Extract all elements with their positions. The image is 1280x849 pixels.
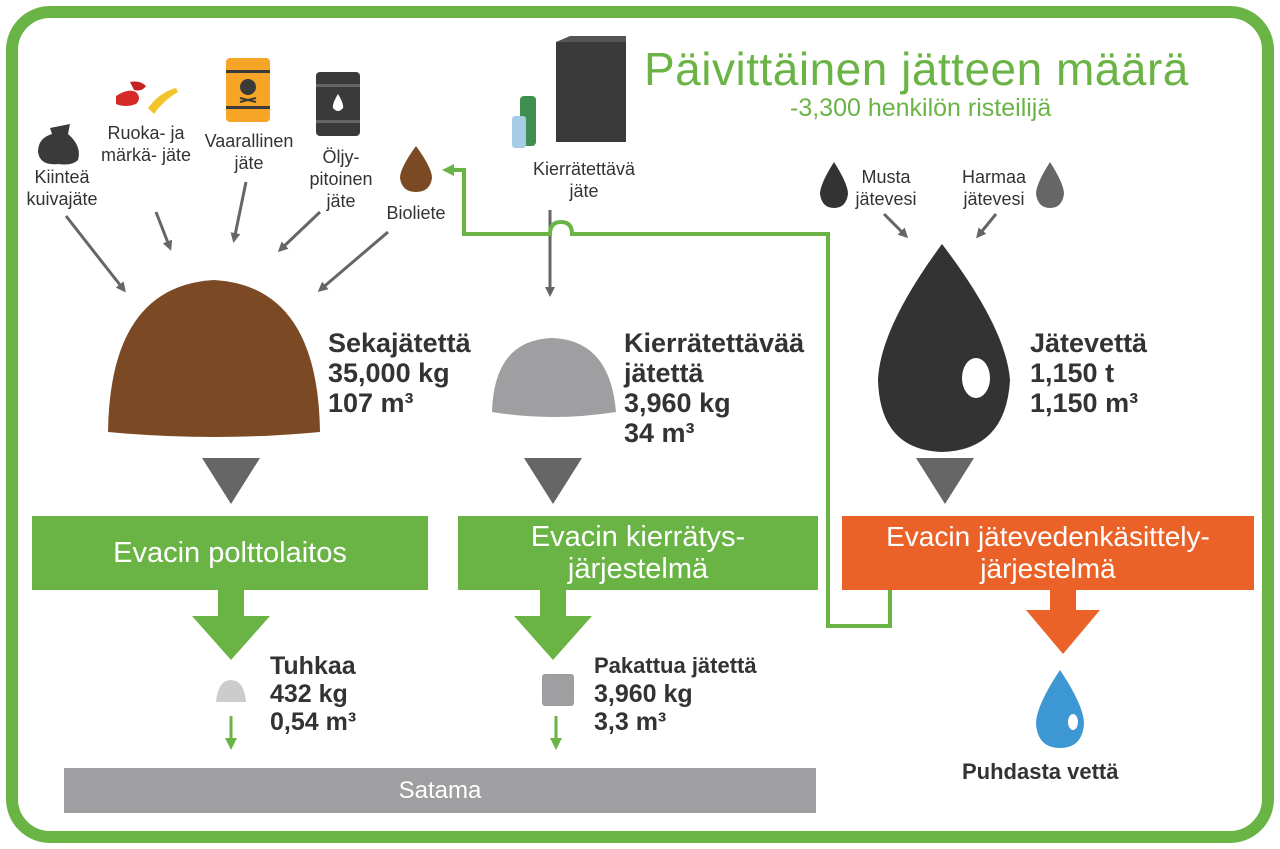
port-label: Satama bbox=[398, 776, 482, 804]
incinerator-box: Evacin polttolaitos bbox=[32, 516, 428, 590]
source-bio-label: Bioliete bbox=[386, 203, 446, 223]
wastewater-box: Evacin jätevedenkäsittely- järjestelmä bbox=[842, 516, 1254, 590]
recycling-label-2: järjestelmä bbox=[567, 553, 709, 585]
packed-text: Pakattua jätettä 3,960 kg 3,3 m³ bbox=[594, 652, 757, 736]
wastewater-output-arrow bbox=[1026, 590, 1100, 654]
biosludge-drop-icon bbox=[400, 146, 432, 192]
wastewater-text: Jätevettä 1,150 t 1,150 m³ bbox=[1030, 328, 1147, 418]
wastewater-volume: 1,150 m³ bbox=[1030, 388, 1139, 418]
mixed-pile-text: Sekajätettä 35,000 kg 107 m³ bbox=[328, 328, 471, 418]
wastewater-label: Jätevettä bbox=[1030, 328, 1148, 358]
ash-volume: 0,54 m³ bbox=[270, 708, 357, 736]
packed-volume: 3,3 m³ bbox=[594, 708, 667, 736]
recyclable-pile bbox=[492, 338, 616, 417]
wastewater-drop bbox=[878, 244, 1010, 452]
mixed-pile-volume: 107 m³ bbox=[328, 388, 414, 418]
ash-pile bbox=[216, 680, 246, 702]
incinerator-label: Evacin polttolaitos bbox=[113, 537, 347, 569]
source-recyclable-label: Kierrätettävä jäte bbox=[532, 159, 636, 201]
recycling-output-arrow bbox=[514, 590, 592, 660]
wastewater-process-label-2: järjestelmä bbox=[980, 553, 1116, 584]
source-arrows bbox=[64, 181, 998, 297]
packed-label: Pakattua jätettä bbox=[594, 653, 757, 678]
ash-mass: 432 kg bbox=[270, 680, 348, 708]
ash-text: Tuhkaa 432 kg 0,54 m³ bbox=[270, 652, 356, 736]
recycle-pile-mass: 3,960 kg bbox=[624, 388, 731, 418]
page-subtitle: -3,300 henkilön risteilijä bbox=[790, 94, 1052, 122]
mixed-pile-label: Sekajätettä bbox=[328, 328, 471, 358]
packed-waste-block bbox=[542, 674, 574, 706]
black-water-drop-icon bbox=[820, 162, 848, 208]
packed-mass: 3,960 kg bbox=[594, 680, 693, 708]
page-title: Päivittäinen jätteen määrä bbox=[644, 43, 1189, 95]
clean-water-drop bbox=[1036, 670, 1084, 748]
to-port-arrows bbox=[225, 716, 562, 750]
recycling-label-1: Evacin kierrätys- bbox=[530, 521, 746, 553]
recycle-pile-volume: 34 m³ bbox=[624, 418, 695, 448]
incinerator-output-arrow bbox=[192, 590, 270, 660]
source-hazard-label: Vaarallinen jäte bbox=[204, 131, 294, 173]
down-triangle-recycle bbox=[524, 458, 582, 504]
ash-label: Tuhkaa bbox=[270, 652, 356, 680]
hazardous-barrel-icon bbox=[226, 58, 270, 122]
biosludge-return-line bbox=[442, 164, 892, 628]
source-oil-label: Öljy- pitoinen jäte bbox=[309, 147, 373, 211]
clean-water-label: Puhdasta vettä bbox=[962, 759, 1119, 784]
mixed-waste-pile bbox=[108, 280, 320, 437]
recycle-pile-label-2: jätettä bbox=[624, 358, 704, 388]
wastewater-highlight bbox=[962, 358, 990, 398]
recycle-pile-label-1: Kierrätettävää bbox=[624, 328, 805, 358]
wastewater-process-label-1: Evacin jätevedenkäsittely- bbox=[886, 521, 1210, 552]
recyclables-stack-icon bbox=[512, 36, 626, 148]
mixed-pile-mass: 35,000 kg bbox=[328, 358, 450, 388]
food-waste-icon bbox=[116, 81, 178, 114]
dry-waste-bag-icon bbox=[38, 124, 79, 165]
down-triangle-mixed bbox=[202, 458, 260, 504]
source-food-label: Ruoka- ja märkä- jäte bbox=[100, 123, 192, 165]
down-triangle-water bbox=[916, 458, 974, 504]
port-bar: Satama bbox=[64, 768, 816, 813]
grey-water-drop-icon bbox=[1036, 162, 1064, 208]
green-frame bbox=[6, 6, 1274, 843]
source-black-water-label: Musta jätevesi bbox=[855, 167, 917, 209]
recycling-box: Evacin kierrätys- järjestelmä bbox=[458, 516, 818, 590]
clean-water-highlight bbox=[1068, 714, 1078, 730]
wastewater-mass: 1,150 t bbox=[1030, 358, 1115, 388]
oil-barrel-icon bbox=[316, 72, 360, 136]
source-dry-label: Kiinteä kuivajäte bbox=[26, 167, 98, 209]
source-grey-water-label: Harmaa jätevesi bbox=[961, 167, 1027, 209]
recycle-pile-text: Kierrätettävää jätettä 3,960 kg 34 m³ bbox=[624, 328, 804, 448]
